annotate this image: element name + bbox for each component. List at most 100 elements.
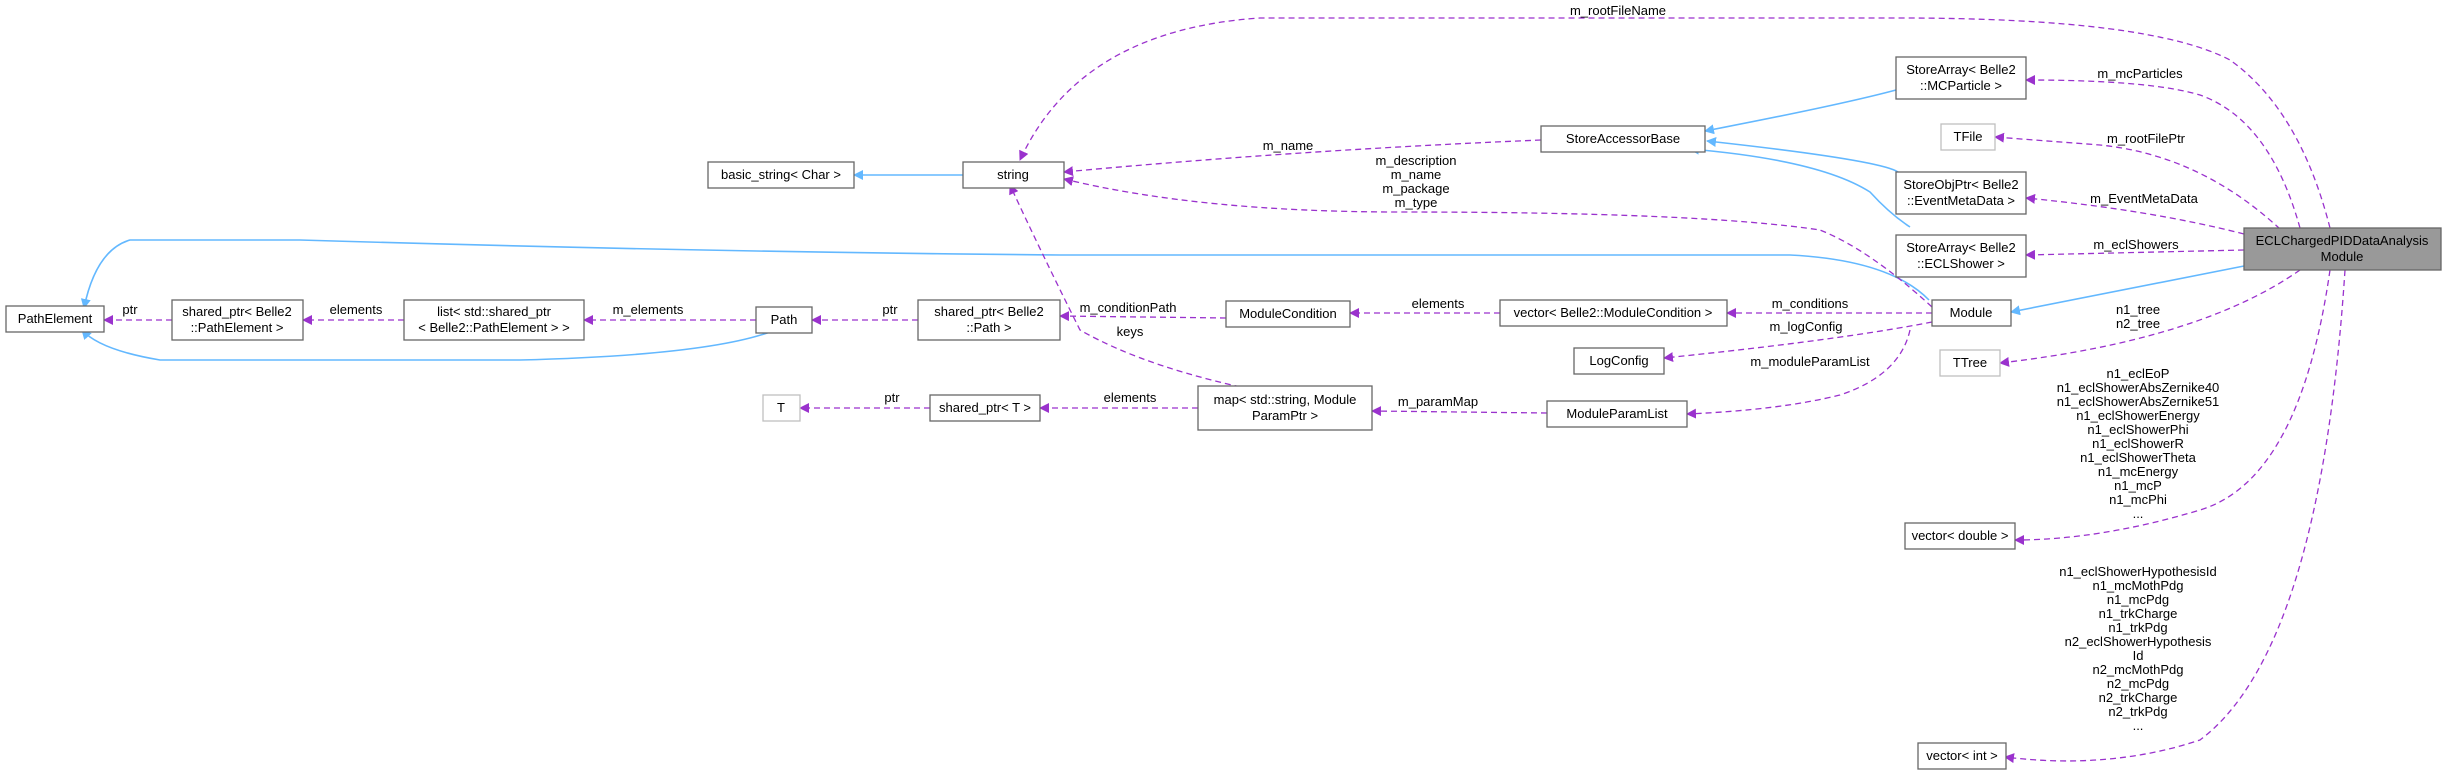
node-label: Module xyxy=(1950,305,1993,320)
label-m-condition-path: m_conditionPath xyxy=(1080,300,1177,315)
label-ints: n1_eclShowerHypothesisId n1_mcMothPdg n1… xyxy=(2059,564,2217,733)
label-m-conditions: m_conditions xyxy=(1772,296,1849,311)
label-double-line: n1_eclShowerPhi xyxy=(2087,422,2188,437)
node-label: shared_ptr< Belle2 xyxy=(182,304,292,319)
node-label: ::MCParticle > xyxy=(1920,78,2002,93)
label-m-root-file-name: m_rootFileName xyxy=(1570,3,1666,18)
node-label: ParamPtr > xyxy=(1252,408,1318,423)
label-m-mc-particles: m_mcParticles xyxy=(2097,66,2183,81)
node-store-array-mcparticle[interactable]: StoreArray< Belle2 ::MCParticle > xyxy=(1895,56,2027,100)
node-vector-module-condition[interactable]: vector< Belle2::ModuleCondition > xyxy=(1499,299,1728,327)
edge-focus-tfile xyxy=(1994,132,2281,230)
label-int-line: n2_eclShowerHypothesis xyxy=(2065,634,2212,649)
edge-focus-mcparticle xyxy=(2025,75,2301,229)
label-double-line: n1_eclShowerR xyxy=(2092,436,2184,451)
edge-eclshower-accessor xyxy=(1689,144,1911,228)
node-label: < Belle2::PathElement > > xyxy=(418,320,569,335)
label-module-string-line: m_name xyxy=(1391,167,1442,182)
node-vector-int[interactable]: vector< int > xyxy=(1917,742,2007,770)
node-store-array-eclshower[interactable]: StoreArray< Belle2 ::ECLShower > xyxy=(1895,234,2027,278)
edge-focus-module xyxy=(2010,265,2245,316)
edge-path-path-element xyxy=(81,327,781,361)
node-label: ::Path > xyxy=(966,320,1011,335)
edge-storeobjptr-accessor xyxy=(1706,137,1899,173)
label-ptr-t: ptr xyxy=(884,390,900,405)
node-label: StoreArray< Belle2 xyxy=(1906,62,2015,77)
label-m-ecl-showers: m_eclShowers xyxy=(2093,237,2179,252)
node-ttree[interactable]: TTree xyxy=(1939,349,2001,377)
node-label: T xyxy=(777,400,785,415)
node-label: LogConfig xyxy=(1589,353,1648,368)
label-double-line: n1_eclShowerAbsZernike51 xyxy=(2057,394,2220,409)
node-store-obj-ptr[interactable]: StoreObjPtr< Belle2 ::EventMetaData > xyxy=(1895,171,2027,215)
node-label: Module xyxy=(2321,249,2364,264)
node-label: ModuleParamList xyxy=(1566,406,1668,421)
label-keys: keys xyxy=(1117,324,1144,339)
edge-mcparticle-accessor xyxy=(1704,89,1897,135)
label-int-line: n2_mcPdg xyxy=(2107,676,2169,691)
node-shared-ptr-t[interactable]: shared_ptr< T > xyxy=(929,394,1041,422)
label-module-strings: m_description m_name m_package m_type xyxy=(1376,153,1457,210)
label-trees: n1_tree n2_tree xyxy=(2116,302,2160,331)
label-double-line: n1_eclShowerTheta xyxy=(2080,450,2196,465)
node-label: PathElement xyxy=(18,311,93,326)
label-m-root-file-ptr: m_rootFilePtr xyxy=(2107,131,2186,146)
node-path[interactable]: Path xyxy=(755,306,813,334)
edge-focus-eclshower xyxy=(2025,249,2245,260)
node-label: Path xyxy=(771,312,798,327)
edge-module-string-attrs xyxy=(1063,176,1933,308)
node-shared-ptr-path-element[interactable]: shared_ptr< Belle2 ::PathElement > xyxy=(171,299,304,341)
node-list-shared-ptr[interactable]: list< std::shared_ptr < Belle2::PathElem… xyxy=(403,299,585,341)
node-label: StoreArray< Belle2 xyxy=(1906,240,2015,255)
node-tfile[interactable]: TFile xyxy=(1940,123,1996,151)
label-m-param-map: m_paramMap xyxy=(1398,394,1478,409)
node-module-condition[interactable]: ModuleCondition xyxy=(1225,300,1351,328)
node-log-config[interactable]: LogConfig xyxy=(1573,347,1665,375)
label-m-elements: m_elements xyxy=(613,302,684,317)
node-module[interactable]: Module xyxy=(1931,299,2012,327)
node-label: ::PathElement > xyxy=(191,320,284,335)
node-label: shared_ptr< T > xyxy=(939,400,1031,415)
label-double-line: n1_eclShowerAbsZernike40 xyxy=(2057,380,2220,395)
edge-focus-storeobjptr xyxy=(2025,193,2245,235)
label-ptr-path-element: ptr xyxy=(122,302,138,317)
edge-module-path-element xyxy=(80,239,1930,309)
label-int-line: n1_trkCharge xyxy=(2099,606,2178,621)
node-label: basic_string< Char > xyxy=(721,167,841,182)
edge-module-condition-shared-ptr-path xyxy=(1059,311,1227,322)
label-int-line: n1_trkPdg xyxy=(2108,620,2167,635)
label-int-line: n1_mcPdg xyxy=(2107,592,2169,607)
edge-accessor-string-name xyxy=(1063,139,1542,177)
label-m-event-meta-data: m_EventMetaData xyxy=(2090,191,2198,206)
node-label: vector< int > xyxy=(1926,748,1998,763)
label-int-line: n1_mcMothPdg xyxy=(2092,578,2183,593)
node-vector-double[interactable]: vector< double > xyxy=(1904,522,2016,550)
node-label: ECLChargedPIDDataAnalysis xyxy=(2256,233,2429,248)
label-double-line: n1_mcEnergy xyxy=(2098,464,2179,479)
edge-focus-ttree xyxy=(1999,269,2301,367)
node-label: shared_ptr< Belle2 xyxy=(934,304,1044,319)
edge-focus-string-root-file-name xyxy=(1019,17,2331,229)
node-module-param-list[interactable]: ModuleParamList xyxy=(1546,400,1688,428)
label-int-line: n2_trkCharge xyxy=(2099,690,2178,705)
label-double-line: n1_eclShowerEnergy xyxy=(2076,408,2200,423)
node-path-element[interactable]: PathElement xyxy=(5,305,105,333)
label-module-string-line: m_package xyxy=(1382,181,1449,196)
node-map-module-param[interactable]: map< std::string, Module ParamPtr > xyxy=(1197,385,1373,431)
node-label: vector< Belle2::ModuleCondition > xyxy=(1514,305,1713,320)
node-label: string xyxy=(997,167,1029,182)
node-basic-string[interactable]: basic_string< Char > xyxy=(707,161,855,189)
label-double-line: n1_mcP xyxy=(2114,478,2162,493)
node-ecl-charged-pid-module[interactable]: ECLChargedPIDDataAnalysis Module xyxy=(2243,227,2442,271)
node-store-accessor-base[interactable]: StoreAccessorBase xyxy=(1540,125,1706,153)
edge-module-log-config xyxy=(1663,321,1933,363)
label-m-log-config: m_logConfig xyxy=(1770,319,1843,334)
label-elements-condition: elements xyxy=(1412,296,1465,311)
label-int-line: ... xyxy=(2133,718,2144,733)
label-ptr-path: ptr xyxy=(882,302,898,317)
node-t[interactable]: T xyxy=(762,394,801,422)
node-string[interactable]: string xyxy=(962,161,1065,189)
label-module-string-line: m_type xyxy=(1395,195,1438,210)
node-shared-ptr-path[interactable]: shared_ptr< Belle2 ::Path > xyxy=(917,299,1061,341)
